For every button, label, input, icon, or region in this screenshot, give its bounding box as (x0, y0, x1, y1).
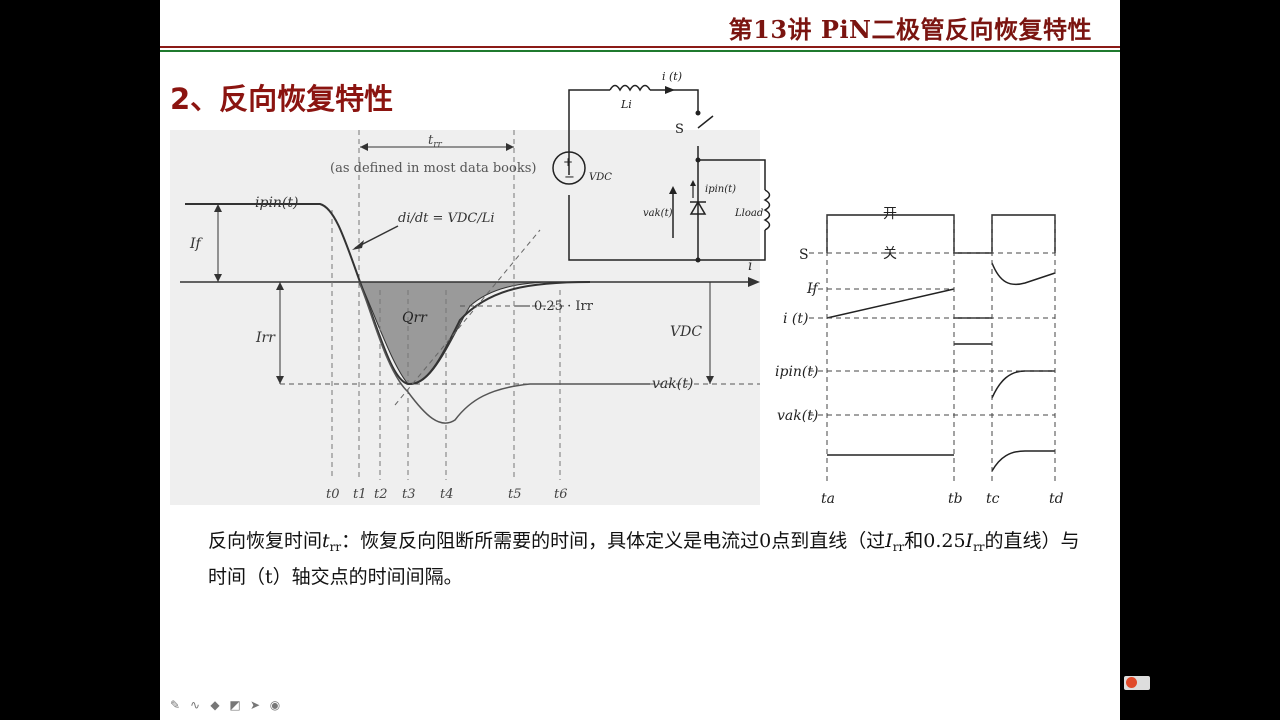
record-icon[interactable]: ◉ (269, 698, 281, 712)
slide-title: 第13讲 PiN二极管反向恢复特性 (728, 15, 1092, 44)
circuit-li-label: Li (620, 98, 632, 111)
system-tray-icon[interactable] (1124, 676, 1150, 690)
circuit-lload-label: Lload (734, 208, 763, 219)
circuit-ipin-label: ipin(t) (705, 184, 736, 195)
time-t5: t5 (508, 487, 522, 502)
circuit-vak-label: vak(t) (643, 208, 673, 219)
slideshow-toolbar: ✎ ∿ ◆ ◩ ➤ ◉ (168, 698, 282, 712)
trr-label: trr (428, 133, 443, 150)
qrr-shaded-area (359, 281, 556, 385)
timing-tb: tb (948, 491, 963, 507)
title-rule-dark (160, 46, 1120, 48)
time-t0: t0 (326, 487, 340, 502)
circuit-s-label: S (675, 122, 684, 137)
timing-ipin-label: ipin(t) (775, 364, 818, 380)
defined-note: (as defined in most data books) (330, 161, 536, 176)
qrr-label: Qrr (402, 310, 428, 326)
right-black-bar (1120, 0, 1280, 720)
timing-ta: ta (821, 491, 835, 507)
pointer-icon[interactable]: ➤ (249, 698, 261, 712)
title-rule-green (160, 50, 1120, 52)
timing-open-label: 开 (883, 206, 897, 222)
diode-icon (689, 200, 707, 215)
time-t6: t6 (554, 487, 568, 502)
pen-icon[interactable]: ✎ (169, 698, 181, 712)
curve-icon[interactable]: ∿ (189, 698, 201, 712)
recovery-waveform-svg: trr (as defined in most data books) ipin… (180, 130, 760, 502)
quarter-irr-label: 0.25 · Irr (534, 299, 594, 314)
timing-td: td (1049, 491, 1064, 507)
recovery-waveform-figure: trr (as defined in most data books) ipin… (170, 130, 760, 505)
timing-tc: tc (986, 491, 1000, 507)
circuit-it-label: i (t) (662, 70, 682, 83)
timing-vak-label: vak(t) (777, 408, 818, 424)
timing-it-label: i (t) (783, 311, 808, 327)
highlighter-icon[interactable]: ◆ (210, 698, 220, 712)
vdc-label: VDC (670, 324, 702, 340)
time-axis-arrow (748, 277, 760, 287)
circuit-diagram: + − i (t) Li S VDC ipin(t) vak(t) Lload (552, 70, 771, 263)
definition-paragraph: 反向恢复时间trr：恢复反向阻断所需要的时间，具体定义是电流过0点到直线（过Ir… (208, 530, 1080, 588)
axis-i-label: i (748, 258, 752, 274)
vak-waveform (358, 281, 650, 424)
circuit-vdc-label: VDC (589, 172, 612, 183)
svg-text:+: + (563, 155, 573, 169)
timing-diagram: 开 关 S If i (t) ipin(t) vak(t) ta tb tc t… (775, 206, 1064, 507)
slide: 第13讲 PiN二极管反向恢复特性 2、反向恢复特性 (160, 0, 1120, 720)
section-heading: 2、反向恢复特性 (170, 82, 394, 116)
vak-label: vak(t) (652, 376, 693, 392)
time-t2: t2 (374, 487, 388, 502)
ipin-label: ipin(t) (255, 195, 298, 211)
time-t1: t1 (353, 487, 367, 502)
eraser-icon[interactable]: ◩ (229, 698, 241, 712)
svg-text:−: − (564, 170, 575, 185)
irr-label: Irr (255, 330, 276, 346)
didt-label: di/dt = VDC/Li (398, 211, 495, 226)
timing-close-label: 关 (883, 246, 897, 262)
time-t4: t4 (440, 487, 454, 502)
timing-s-label: S (799, 247, 809, 263)
if-label: If (189, 236, 204, 252)
time-t3: t3 (402, 487, 416, 502)
timing-if-label: If (806, 281, 821, 297)
ipin-waveform (185, 203, 591, 386)
